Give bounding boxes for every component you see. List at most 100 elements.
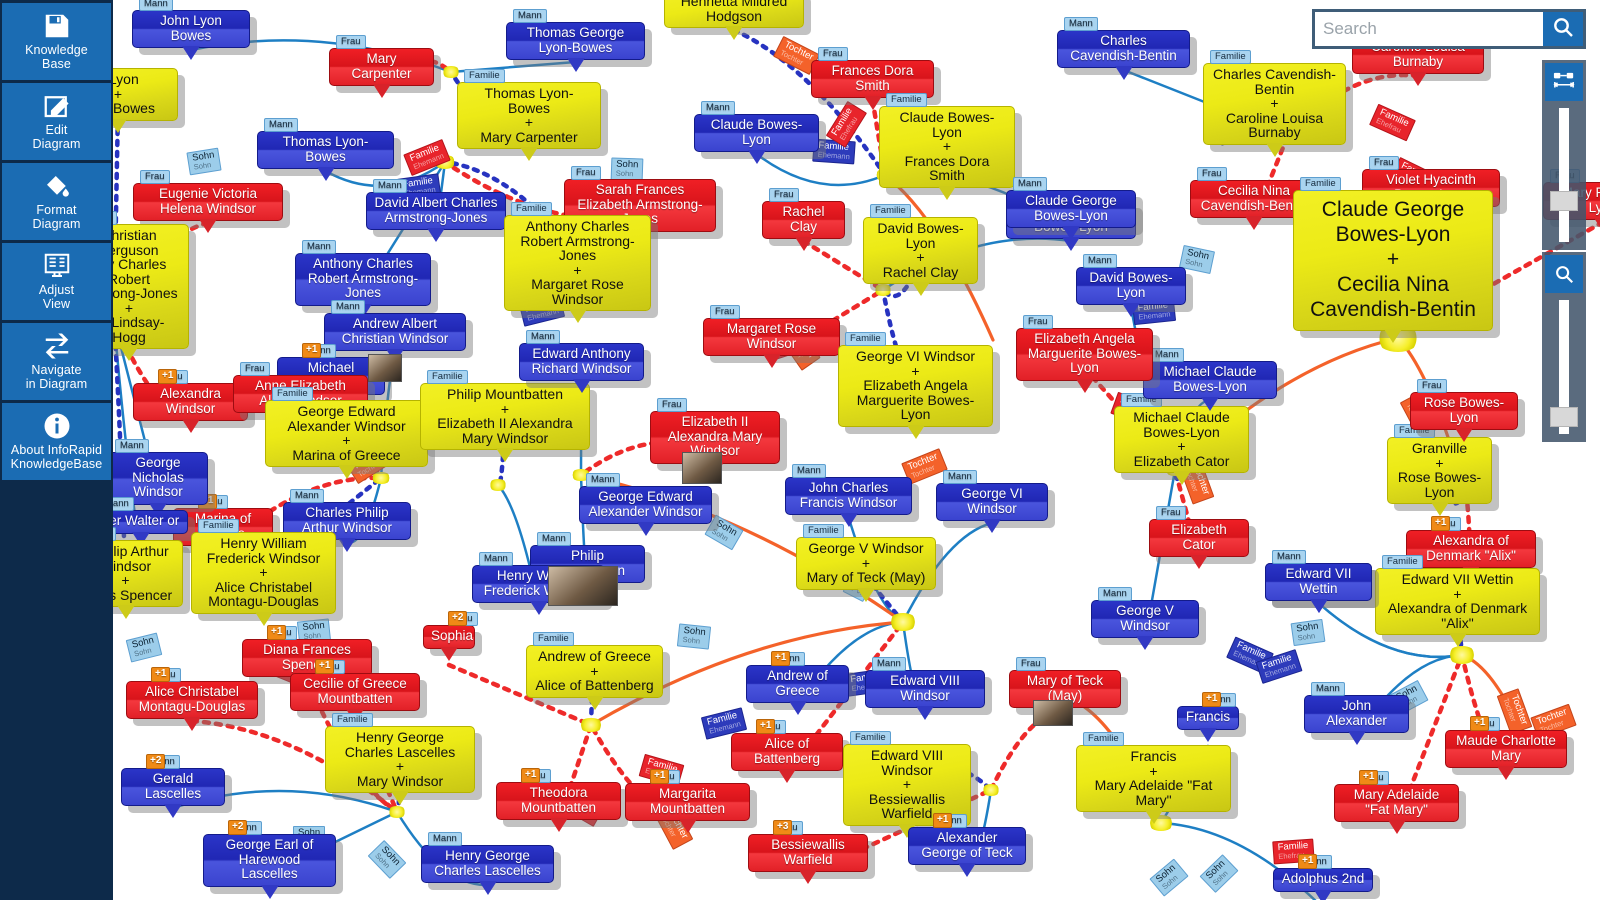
node-count-badge[interactable]: +1	[267, 625, 287, 640]
node-count-badge[interactable]: +1	[1202, 692, 1222, 707]
spacing-slider-thumb[interactable]	[1550, 191, 1578, 212]
node-count-badge[interactable]: +2	[146, 754, 166, 769]
search-bar[interactable]	[1312, 9, 1586, 49]
node-photo[interactable]	[1033, 700, 1073, 726]
node-count-badge[interactable]: +1	[1298, 854, 1318, 869]
spacing-slider-panel[interactable]	[1542, 60, 1586, 250]
node-photo[interactable]	[368, 354, 402, 382]
node-photo[interactable]	[682, 452, 722, 484]
diagram-canvas[interactable]: SohnSohnFamilieEhemannFamilieEhemannSohn…	[113, 0, 1600, 900]
node-count-badge[interactable]: +1	[151, 667, 171, 682]
node-count-badge[interactable]: +1	[302, 343, 322, 358]
union-hub[interactable]	[982, 784, 1000, 796]
node-count-badge[interactable]: +1	[771, 651, 791, 666]
union-hub[interactable]	[579, 717, 603, 733]
node-count-badge[interactable]: +1	[1359, 770, 1379, 785]
magnifier-icon[interactable]	[1545, 255, 1583, 293]
search-button[interactable]	[1543, 12, 1583, 46]
union-hub[interactable]	[442, 66, 460, 78]
union-hub[interactable]	[489, 479, 507, 491]
sidebar-item-adjust-view[interactable]: Adjust View	[2, 243, 111, 320]
search-input[interactable]	[1315, 12, 1543, 46]
node-count-badge[interactable]: +1	[1431, 516, 1451, 531]
node-count-badge[interactable]: +3	[773, 820, 793, 835]
node-count-badge[interactable]: +1	[158, 369, 178, 384]
node-count-badge[interactable]: +1	[521, 768, 541, 783]
node-count-badge[interactable]: +1	[756, 719, 776, 734]
union-hub[interactable]	[388, 806, 406, 818]
zoom-slider-thumb[interactable]	[1550, 407, 1578, 428]
union-hub[interactable]	[1448, 646, 1476, 664]
sidebar-item-edit-diagram[interactable]: Edit Diagram	[2, 83, 111, 160]
union-hub[interactable]	[889, 613, 917, 631]
zoom-slider-track[interactable]	[1550, 300, 1578, 434]
node-count-badge[interactable]: +1	[933, 813, 953, 828]
sidebar-item-format-diagram[interactable]: Format Diagram	[2, 163, 111, 240]
union-hub[interactable]	[371, 471, 391, 485]
union-hub[interactable]	[874, 284, 892, 296]
node-count-badge[interactable]: +1	[315, 659, 335, 674]
node-count-badge[interactable]: +2	[448, 611, 468, 626]
node-count-badge[interactable]: +1	[650, 769, 670, 784]
node-count-badge[interactable]: +1	[1470, 716, 1490, 731]
node-spacing-icon[interactable]	[1545, 63, 1583, 101]
node-count-badge[interactable]: +2	[228, 820, 248, 835]
sidebar-item-knowledge-base[interactable]: Knowledge Base	[2, 3, 111, 80]
zoom-slider-panel[interactable]	[1542, 252, 1586, 442]
